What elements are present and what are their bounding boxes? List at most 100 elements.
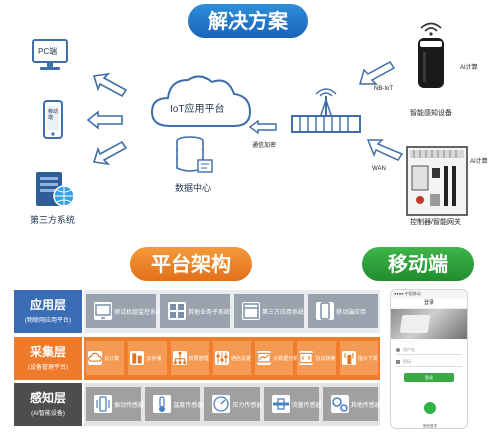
phone-status-bar: ●●●● 中国移动 <box>391 290 467 299</box>
smart-sensor-label: 智能感知设备 <box>410 110 452 117</box>
layer-item: 云计算 <box>86 341 125 375</box>
platform-header: 平台架构 <box>130 247 252 281</box>
cloud-icon <box>150 75 252 127</box>
smart-sensor-device <box>414 20 448 90</box>
layer-item-label: 协议转换 <box>315 355 336 362</box>
layer-item-label: 振动传感器 <box>114 402 145 409</box>
mobile-icon-text: 移动端 <box>48 109 59 121</box>
layer-item: 权限管理 <box>170 341 209 375</box>
gateway-device <box>406 146 468 216</box>
layer-item: 移动端应用 <box>308 294 378 328</box>
analytics-icon <box>257 351 272 365</box>
layer-item-label: 指令下发 <box>357 355 378 362</box>
phone-field2-label: 密码 <box>403 358 411 364</box>
layer-subtitle: (AI智能设备) <box>31 411 65 417</box>
layer-item-label: 云计算 <box>104 355 120 362</box>
apps-icon <box>168 302 186 320</box>
layer-item-label: 流量传感器 <box>291 402 322 409</box>
third-party-system <box>32 166 76 210</box>
layer-body-2: 振动传感器 温度传感器 压力传感器 流量传感器 其他传感器 <box>84 383 381 426</box>
server-globe-icon <box>36 172 75 207</box>
gears-icon <box>330 395 349 413</box>
mobile-terminal: 移动端 <box>42 100 64 140</box>
layer-item-label: 温度传感器 <box>173 402 204 409</box>
layer-item-label: 其他传感器 <box>350 402 381 409</box>
arrow-to-mobile <box>86 110 123 130</box>
layer-item-label: 大数据分析 <box>273 355 299 362</box>
layer-body-1: 云计算 云存储 权限管理 通信设置 大数据分析 协议转换 指令下发 <box>84 337 380 380</box>
controller-icon <box>406 146 468 216</box>
solution-header: 解决方案 <box>188 4 308 38</box>
wifi-icon <box>420 22 442 36</box>
comm-encrypt-label: 通信加密 <box>252 143 277 149</box>
pc-terminal: PC端 <box>30 38 72 74</box>
layer-item-label: 权限管理 <box>188 355 209 362</box>
layer-item: 协议转换 <box>297 341 336 375</box>
layer-item-label: 测试机组监控系统 <box>114 309 163 316</box>
layer-item-label: 压力传感器 <box>232 402 263 409</box>
arrow-nbiot <box>359 61 396 85</box>
ai-compute-1-label: AI计算 <box>460 65 478 71</box>
layer-item: 第三方应用系统 <box>234 294 304 328</box>
layer-title: 感知层 <box>29 391 66 405</box>
monitor-icon <box>94 302 112 320</box>
layer-subtitle: (物联网应用平台) <box>25 318 71 324</box>
storage-icon <box>130 351 145 365</box>
phone-username-field[interactable]: 用户名 <box>396 345 462 355</box>
phone-password-field[interactable]: 密码 <box>396 357 462 367</box>
layer-title: 采集层 <box>29 345 66 359</box>
layer-header-0: 应用层 (物联网应用平台) <box>14 290 82 333</box>
layer-item: 温度传感器 <box>145 387 204 421</box>
code-icon <box>299 351 314 365</box>
layer-item: 指令下发 <box>339 341 378 375</box>
phone-login-button[interactable]: 登录 <box>404 373 454 382</box>
layer-item-label: 移动端应用 <box>336 309 367 316</box>
nbiot-label: NB-IoT <box>374 86 394 92</box>
remote-icon <box>341 351 356 365</box>
layer-header-1: 采集层 (设备管理平台) <box>14 337 82 380</box>
phone-nav-title: 登录 <box>423 300 434 306</box>
layer-item: 通信设置 <box>212 341 252 375</box>
layer-item: 云存储 <box>128 341 167 375</box>
pc-icon <box>32 39 68 70</box>
base-station <box>290 82 362 138</box>
wechat-login[interactable]: 微信登录 <box>421 402 439 428</box>
layer-item: 大数据分析 <box>255 341 298 375</box>
layer-item-label: 第三方应用系统 <box>262 309 305 316</box>
layer-item-label: 其他业务子系统 <box>188 309 231 316</box>
layer-item: 流量传感器 <box>263 387 322 421</box>
iot-cloud: IoT应用平台 <box>148 70 254 132</box>
arrow-wan <box>366 139 404 161</box>
arrow-comm <box>248 119 277 135</box>
layer-body-0: 测试机组监控系统 其他业务子系统 第三方应用系统 移动端应用 <box>84 290 380 333</box>
phone-icon <box>316 302 334 320</box>
arrow-to-third-party <box>92 140 128 166</box>
layer-title: 应用层 <box>29 298 66 312</box>
thermometer-icon <box>153 395 172 413</box>
flow-icon <box>271 395 290 413</box>
ai-compute-2-label: AI计算 <box>470 159 488 165</box>
layer-item: 其他传感器 <box>322 387 381 421</box>
hierarchy-icon <box>172 351 187 365</box>
phone-status: ●●●● 中国移动 <box>394 291 421 296</box>
layer-header-2: 感知层 (AI智能设备) <box>14 383 82 426</box>
cloud-compute-icon <box>88 351 102 365</box>
arrow-to-pc <box>92 72 128 98</box>
tower-icon <box>291 88 361 133</box>
pc-label: PC端 <box>38 47 58 56</box>
layer-item: 振动传感器 <box>86 387 145 421</box>
layer-item: 测试机组监控系统 <box>86 294 162 328</box>
third-party-label: 第三方系统 <box>30 215 76 225</box>
phone-form: 用户名 密码 登录 <box>391 339 467 382</box>
sliders-icon <box>214 351 229 365</box>
phone-mockup: ●●●● 中国移动 登录 用户名 密码 登录 微信登录 <box>390 289 468 429</box>
mobile-header: 移动端 <box>362 247 474 281</box>
phone-login-label: 登录 <box>425 375 433 380</box>
layer-item: 压力传感器 <box>204 387 263 421</box>
wechat-icon <box>424 402 436 414</box>
user-icon <box>396 347 400 352</box>
layer-item-label: 通信设置 <box>230 355 251 362</box>
layer-item-label: 云存储 <box>146 355 162 362</box>
phone-field1-label: 用户名 <box>403 346 415 352</box>
layer-subtitle: (设备管理平台) <box>28 365 68 371</box>
